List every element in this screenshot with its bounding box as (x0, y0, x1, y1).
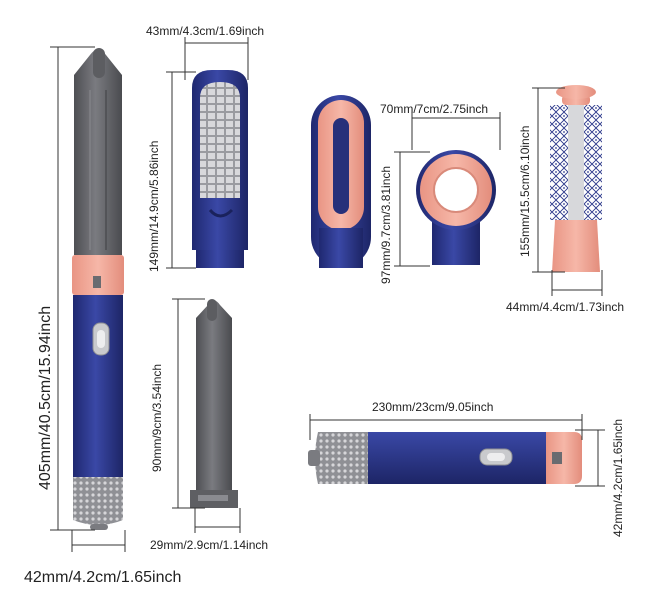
round-brush-attachment (550, 85, 602, 272)
horizontal-dimensions (309, 414, 605, 487)
handle-length-label: 230mm/23cm/9.05inch (372, 400, 494, 414)
flat-brush-attachment (192, 70, 248, 268)
brush-height-label: 149mm/14.9cm/5.86inch (147, 140, 161, 272)
round-brush-dimensions (532, 87, 603, 296)
barrel-width-label: 29mm/2.9cm/1.14inch (150, 538, 269, 552)
brush-width-label: 43mm/4.3cm/1.69inch (146, 24, 265, 38)
round-brush-height-label: 155mm/15.5cm/6.10inch (518, 125, 532, 257)
main-height-label: 405mm/40.5cm/15.94inch (37, 305, 54, 490)
main-styler-handle (73, 295, 123, 477)
main-styler (72, 48, 124, 530)
main-styler-air-intake (73, 477, 123, 525)
horizontal-styler (308, 432, 582, 484)
flat-brush-dimensions (166, 37, 249, 269)
handle-diameter-label: 42mm/4.2cm/1.65inch (611, 418, 625, 537)
ring-dryer-attachment (416, 150, 496, 265)
main-styler-collar (72, 255, 124, 295)
dryer-width-label: 70mm/7cm/2.75inch (380, 102, 489, 116)
ring-dryer-dimensions (394, 112, 501, 267)
dryer-height-label: 97mm/9.7cm/3.81inch (379, 165, 393, 284)
curling-barrel-attachment (190, 299, 238, 508)
main-width-dimension (71, 530, 126, 552)
flat-brush-bristle-pad (200, 82, 240, 198)
curling-barrel-dimensions (172, 298, 241, 533)
concentrator-attachment (311, 95, 371, 268)
main-styler-barrel (74, 49, 122, 255)
round-brush-width-label: 44mm/4.4cm/1.73inch (506, 300, 625, 314)
barrel-height-label: 90mm/9cm/3.54inch (150, 363, 164, 472)
main-width-label: 42mm/4.2cm/1.65inch (24, 569, 182, 586)
